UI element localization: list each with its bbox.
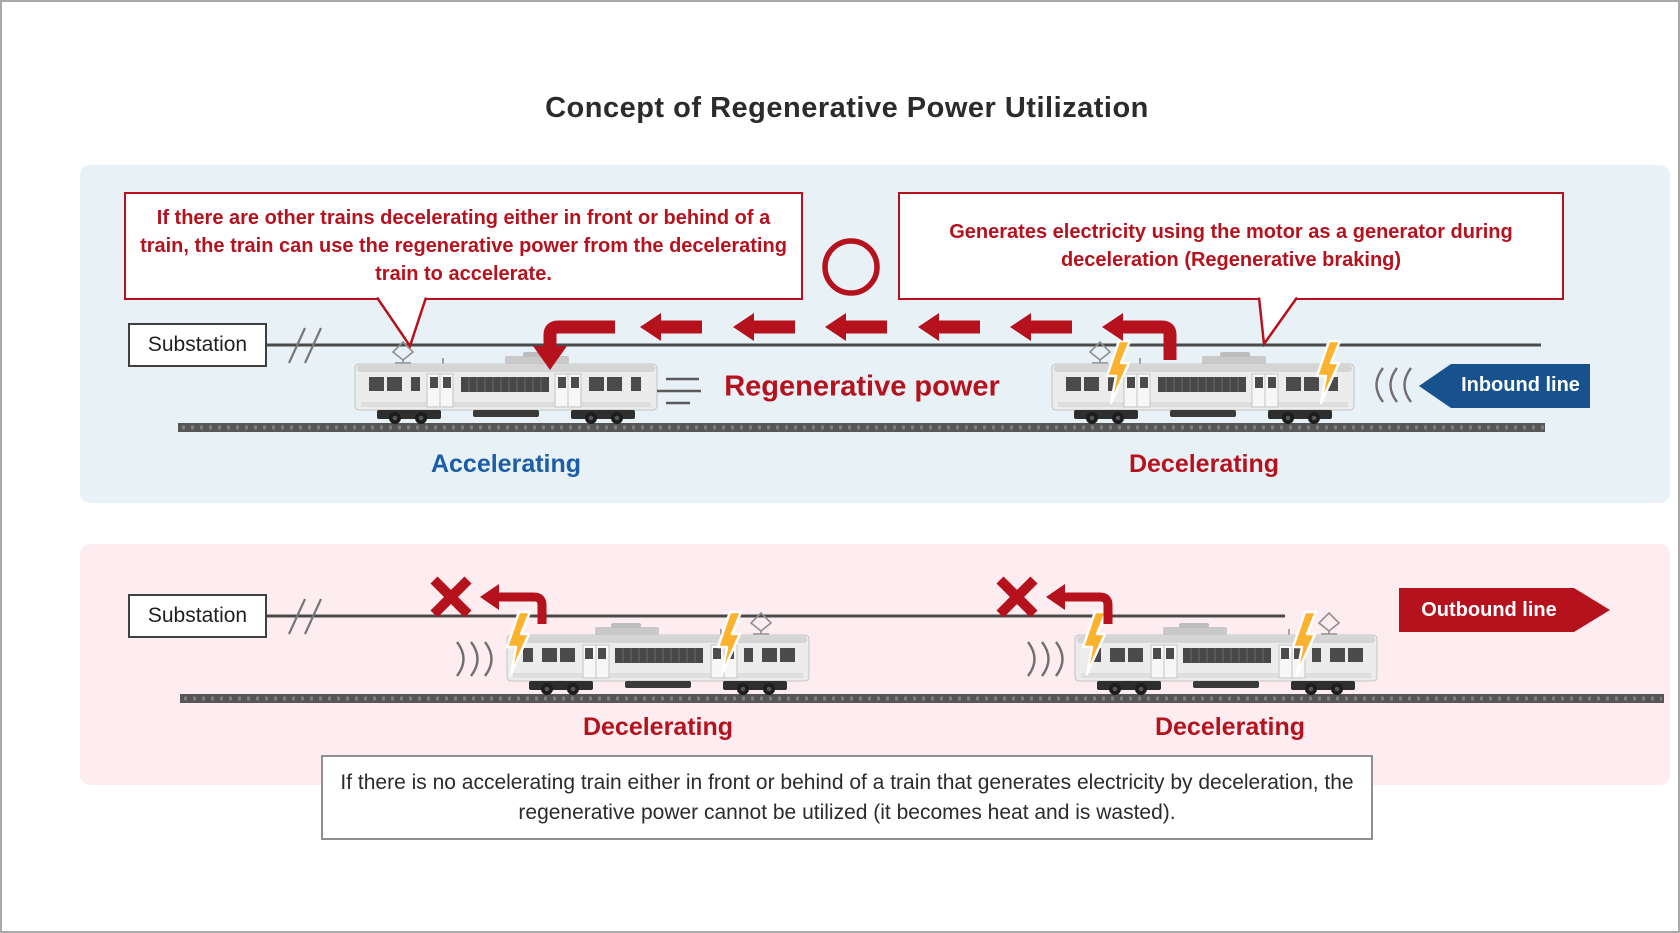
brake-waves-icon xyxy=(1375,367,1412,403)
wire-break-slashes-top xyxy=(287,327,323,364)
callout-regen-use: If there are other trains decelerating e… xyxy=(124,192,803,300)
outbound-line-badge-label: Outbound line xyxy=(1421,599,1557,621)
page-title: Concept of Regenerative Power Utilizatio… xyxy=(545,92,1149,124)
accelerating-label: Accelerating xyxy=(430,450,582,478)
blocked-regen-arrow-left xyxy=(430,576,547,624)
regenerative-power-label: Regenerative power xyxy=(724,370,1000,403)
outbound-line-panel xyxy=(80,544,1670,785)
motion-dashes-icon xyxy=(657,377,701,405)
outbound-badge-shape xyxy=(1399,588,1610,632)
callout-regen-braking: Generates electricity using the motor as… xyxy=(898,192,1564,300)
inbound-line-badge-label: Inbound line xyxy=(1461,374,1580,396)
wire-break-slashes-bottom xyxy=(287,598,323,635)
track-top xyxy=(178,423,1545,432)
decelerating-label-bottom-right: Decelerating xyxy=(1154,713,1306,741)
regen-arrow-chain xyxy=(533,313,1177,370)
decelerating-label-top: Decelerating xyxy=(1128,450,1280,478)
inbound-badge-shape xyxy=(1419,364,1590,408)
substation-box-top: Substation xyxy=(128,323,267,367)
substation-box-bottom: Substation xyxy=(128,594,267,638)
ok-circle-icon xyxy=(822,238,880,296)
wasted-power-note: If there is no accelerating train either… xyxy=(321,755,1373,840)
brake-waves-icon xyxy=(456,641,1064,677)
blocked-regen-arrow-right xyxy=(996,576,1113,624)
decelerating-label-bottom-left: Decelerating xyxy=(582,713,734,741)
track-bottom xyxy=(180,694,1664,703)
